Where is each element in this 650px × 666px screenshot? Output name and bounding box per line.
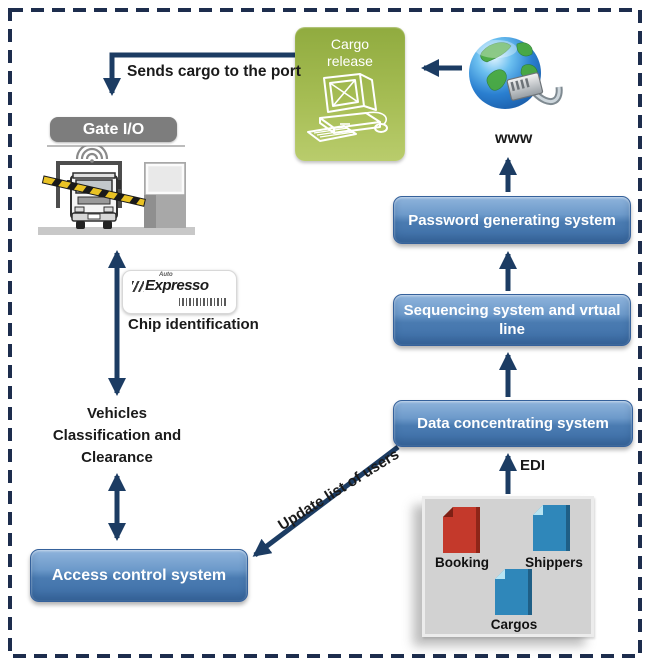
cargos-label: Cargos [490, 617, 538, 632]
sends-cargo-label: Sends cargo to the port [127, 63, 301, 80]
truck-icon [67, 172, 121, 229]
globe-www-icon [469, 37, 563, 109]
barcode-icon [179, 298, 227, 306]
shippers-label: Shippers [525, 555, 583, 570]
www-label: www [495, 130, 533, 147]
wifi-icon [75, 146, 109, 160]
truck-gate-icon [38, 146, 195, 235]
expresso-prefix: Auto [159, 272, 173, 278]
gate-separator [47, 145, 185, 147]
barrier-icon [41, 175, 146, 207]
cargo-release-box: Cargo release [295, 27, 405, 161]
computer-icon [307, 73, 388, 142]
cargo-release-label: Cargo release [327, 36, 373, 69]
expresso-tag: Auto Expresso [122, 270, 237, 314]
booking-label: Booking [435, 555, 489, 570]
booking-document-icon [443, 507, 480, 553]
password-generating-system-box: Password generating system [393, 196, 631, 244]
sequencing-system-box: Sequencing system and vrtual line [393, 294, 631, 346]
edi-label: EDI [520, 457, 546, 474]
vehicles-classification-label: Vehicles Classification and Clearance [52, 405, 182, 466]
gate-io-label: Gate I/O [50, 117, 177, 142]
edi-documents-panel: Booking Shippers Cargos [422, 496, 594, 637]
cargos-document-icon [495, 569, 532, 615]
data-concentrating-system-box: Data concentrating system [393, 400, 633, 447]
access-control-system-box: Access control system [30, 549, 248, 602]
expresso-stripes-icon [132, 281, 144, 292]
chip-identification-label: Chip identification [128, 316, 259, 333]
update-list-label: Update list of users [275, 445, 403, 534]
shippers-document-icon [533, 505, 570, 551]
expresso-brand: Expresso [145, 277, 209, 294]
